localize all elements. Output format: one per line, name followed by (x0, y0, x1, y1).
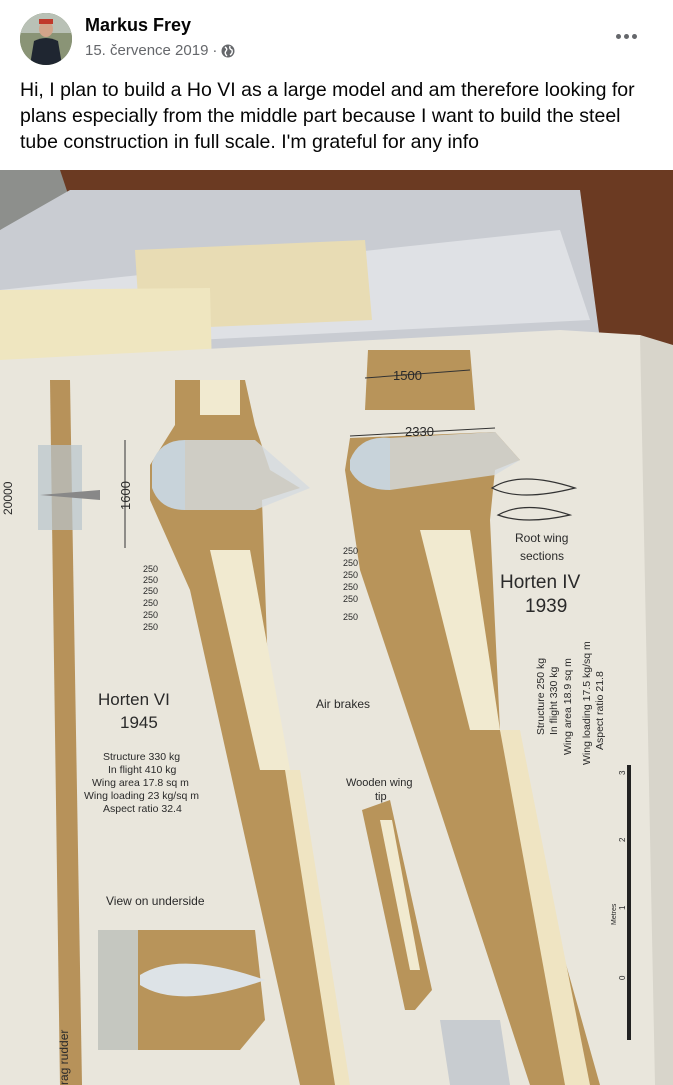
post-header: Markus Frey 15. července 2019 · Hi, I pl… (0, 0, 673, 170)
svg-text:250: 250 (343, 612, 358, 622)
scale-bar (627, 765, 631, 1040)
horten-iv-centre (365, 350, 475, 410)
svg-text:1: 1 (618, 905, 627, 910)
horten-iv-year: 1939 (525, 596, 567, 617)
svg-text:0: 0 (618, 975, 627, 980)
svg-text:250: 250 (143, 564, 158, 574)
svg-text:2: 2 (618, 837, 627, 842)
root-section-2 (496, 506, 573, 521)
svg-text:250: 250 (343, 558, 358, 568)
horten-vi-specs: Structure 330 kg In flight 410 kg Wing a… (84, 751, 199, 815)
post-date[interactable]: 15. července 2019 (85, 42, 209, 59)
svg-text:250: 250 (343, 570, 358, 580)
horten-vi-year: 1945 (120, 713, 158, 732)
wooden-tip-label-1: Wooden wing (346, 777, 412, 789)
svg-text:Aspect ratio 21.8: Aspect ratio 21.8 (594, 671, 606, 750)
svg-text:250: 250 (343, 582, 358, 592)
dim-2330: 2330 (405, 424, 434, 439)
horten-iv-specs: Structure 250 kg In flight 330 kg Wing a… (535, 641, 606, 765)
post-text: Hi, I plan to build a Ho VI as a large m… (20, 79, 635, 153)
svg-text:250: 250 (343, 594, 358, 604)
left-wing (50, 380, 82, 1085)
horten-vi-title: Horten VI (98, 690, 170, 709)
sticky-note-2 (0, 288, 212, 370)
svg-text:250: 250 (343, 546, 358, 556)
svg-text:Wing loading 17.5 kg/sq m: Wing loading 17.5 kg/sq m (581, 641, 593, 765)
svg-text:250: 250 (143, 575, 158, 585)
svg-text:250: 250 (143, 598, 158, 608)
horten-vi-wing (150, 380, 340, 1085)
dot (631, 33, 637, 39)
meta-separator: · (212, 42, 218, 59)
root-sections-label-1: Root wing (515, 531, 568, 545)
avatar-image (20, 13, 72, 65)
metres-label: Metres (611, 903, 618, 925)
svg-text:Aspect ratio 32.4: Aspect ratio 32.4 (103, 803, 182, 815)
wooden-tip-label-2: tip (375, 791, 387, 803)
svg-text:In flight 410 kg: In flight 410 kg (108, 764, 176, 776)
paper-corner (0, 170, 70, 230)
svg-text:250: 250 (143, 622, 158, 632)
dim-1500: 1500 (393, 368, 422, 383)
svg-text:250: 250 (143, 610, 158, 620)
svg-text:Structure 330 kg: Structure 330 kg (103, 751, 180, 763)
book-edge (640, 335, 673, 1085)
svg-text:3: 3 (618, 770, 627, 775)
root-section-1 (490, 478, 578, 496)
dim-1600: 1600 (118, 481, 133, 510)
svg-text:In flight 330 kg: In flight 330 kg (548, 667, 560, 735)
air-brakes-label: Air brakes (316, 697, 370, 711)
svg-text:Structure 250 kg: Structure 250 kg (535, 658, 547, 735)
author-name[interactable]: Markus Frey (85, 15, 192, 35)
wing-truss (285, 770, 350, 1085)
post-meta: 15. července 2019 · (85, 42, 235, 59)
scale-ticks: 3 2 1 0 (618, 770, 627, 980)
rib-spacing-right: 250 250 250 250 250 250 (343, 546, 358, 622)
dot (623, 33, 629, 39)
drag-rudder-label: rag rudder (57, 1030, 71, 1085)
svg-text:Wing loading 23 kg/sq m: Wing loading 23 kg/sq m (84, 790, 199, 802)
span-partial: 20000 (1, 481, 15, 515)
svg-text:Wing area 18.9 sq m: Wing area 18.9 sq m (562, 658, 574, 755)
globe-icon (221, 44, 235, 57)
air-brakes-area (210, 550, 290, 770)
more-options-button[interactable] (612, 24, 640, 48)
author-avatar[interactable] (20, 13, 72, 65)
more-horizontal-icon (615, 33, 621, 39)
root-sections-label-2: sections (520, 549, 564, 563)
horten-iv-title: Horten IV (500, 572, 581, 593)
svg-text:Wing area 17.8 sq m: Wing area 17.8 sq m (92, 777, 189, 789)
underside-label: View on underside (106, 894, 205, 908)
svg-text:250: 250 (143, 586, 158, 596)
